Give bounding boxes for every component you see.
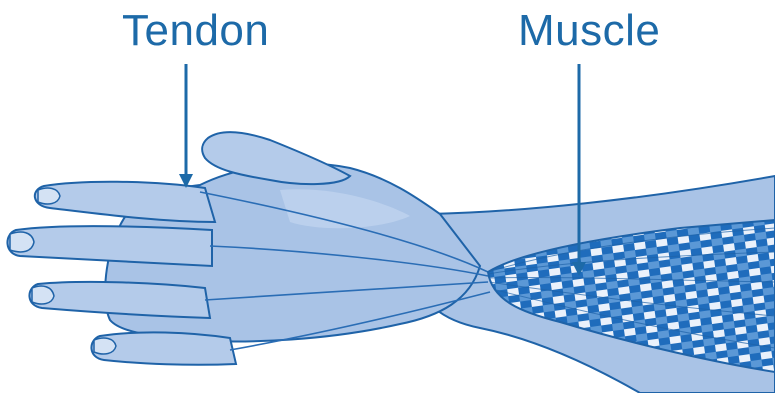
index-finger-shape [35, 182, 215, 222]
nail-middle [10, 232, 34, 252]
tendon-arrow [179, 64, 193, 188]
middle-finger-shape [7, 226, 212, 266]
nail-ring [32, 286, 54, 304]
ring-finger-shape [29, 282, 210, 318]
nail-little [94, 338, 116, 354]
nail-index [38, 188, 60, 204]
